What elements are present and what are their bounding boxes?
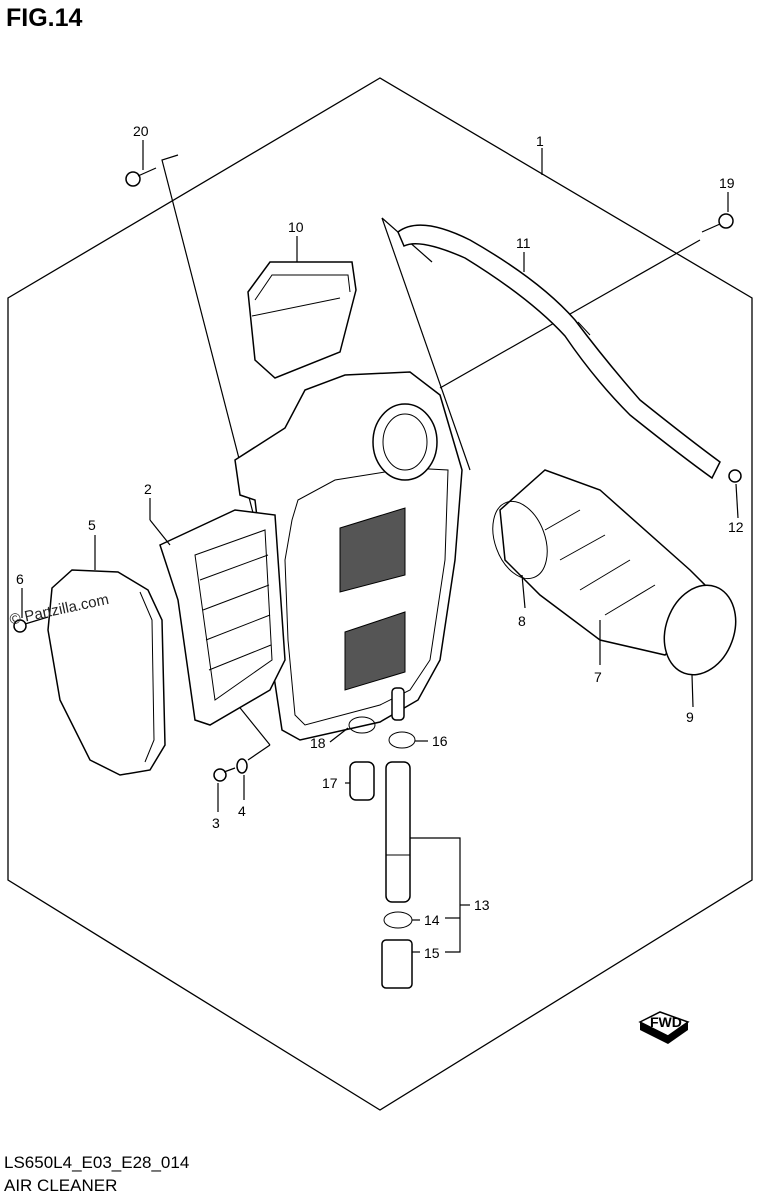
drain-assembly bbox=[348, 687, 416, 989]
clamp-part-8 bbox=[492, 500, 548, 580]
clamp-part-9 bbox=[663, 584, 737, 676]
callout-7: 7 bbox=[594, 669, 602, 685]
forward-direction-badge: FWD bbox=[638, 1011, 690, 1044]
bolt-part-6 bbox=[13, 616, 49, 633]
fwd-badge-text: FWD bbox=[650, 1014, 682, 1030]
callout-labels: 1 2 3 4 5 6 7 8 9 10 11 12 13 14 15 16 1… bbox=[16, 123, 744, 961]
figure-name: AIR CLEANER bbox=[4, 1176, 118, 1195]
bolt-part-19 bbox=[701, 213, 734, 233]
figure-code: LS650L4_E03_E28_014 bbox=[4, 1153, 190, 1172]
fasteners bbox=[13, 167, 734, 782]
callout-3: 3 bbox=[212, 815, 220, 831]
callout-14: 14 bbox=[424, 912, 440, 928]
callout-4: 4 bbox=[238, 803, 246, 819]
assembly-boundary bbox=[7, 77, 753, 1111]
duct-boot-part-10 bbox=[247, 261, 357, 379]
callout-1: 1 bbox=[536, 133, 544, 149]
filter-element-part-2 bbox=[159, 509, 286, 726]
callout-20: 20 bbox=[133, 123, 149, 139]
callout-11: 11 bbox=[516, 235, 531, 251]
clamp-part-16 bbox=[388, 731, 416, 749]
callout-15: 15 bbox=[424, 945, 440, 961]
callout-12: 12 bbox=[728, 519, 744, 535]
callout-9: 9 bbox=[686, 709, 694, 725]
figure-title: FIG.14 bbox=[6, 4, 83, 32]
callout-10: 10 bbox=[288, 219, 304, 235]
cover-part-5 bbox=[47, 569, 166, 776]
callout-8: 8 bbox=[518, 613, 526, 629]
drain-plug-part-17 bbox=[349, 761, 375, 801]
clamp-part-14 bbox=[383, 911, 413, 929]
clip-part-12 bbox=[728, 469, 742, 483]
callout-17: 17 bbox=[322, 775, 338, 791]
drain-tube-part-13 bbox=[385, 761, 411, 903]
washer-part-4 bbox=[236, 758, 248, 774]
callout-2: 2 bbox=[144, 481, 152, 497]
bolt-part-3 bbox=[213, 767, 236, 782]
drain-cap-part-15 bbox=[381, 939, 413, 989]
callout-19: 19 bbox=[719, 175, 735, 191]
callout-5: 5 bbox=[88, 517, 96, 533]
bolt-part-20 bbox=[125, 167, 157, 187]
callout-18: 18 bbox=[310, 735, 326, 751]
callout-13: 13 bbox=[474, 897, 490, 913]
clamp-part-18 bbox=[348, 716, 376, 734]
callout-6: 6 bbox=[16, 571, 24, 587]
callout-16: 16 bbox=[432, 733, 448, 749]
breather-hose-part-11 bbox=[397, 224, 721, 480]
leader-lines bbox=[21, 140, 739, 953]
air-cleaner-case-part-1 bbox=[234, 371, 463, 741]
